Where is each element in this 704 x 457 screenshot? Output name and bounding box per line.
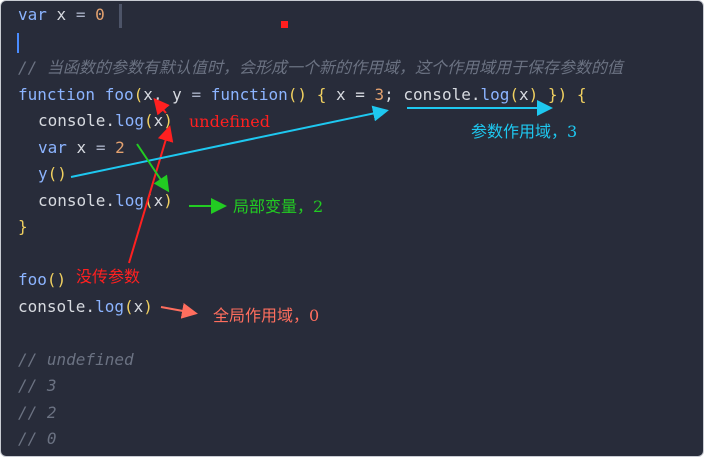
code-line-body-1[interactable]: console.log(x) <box>38 111 173 130</box>
call-y: y <box>38 164 48 183</box>
red-marker <box>281 21 288 28</box>
code-line-function-declaration[interactable]: function foo(x, y = function() { x = 3; … <box>18 85 587 104</box>
annotation-global-scope: 全局作用域，0 <box>213 306 320 325</box>
call-foo: foo <box>18 270 47 289</box>
code-line-outer-log[interactable]: console.log(x) <box>18 297 153 316</box>
arrow-no-param <box>128 125 174 264</box>
log-arg: x <box>153 191 164 210</box>
keyword-function: function <box>18 85 96 104</box>
keyword-var: var <box>38 138 67 157</box>
arrow-local-var <box>136 143 170 193</box>
annotation-no-param: 没传参数 <box>76 267 141 286</box>
output-comment-2[interactable]: // 3 <box>18 376 57 395</box>
code-line-call-foo[interactable]: foo() <box>18 270 67 289</box>
arrow-y-call <box>70 105 389 178</box>
annotation-param-scope: 参数作用域，3 <box>471 122 578 141</box>
log-arg: x <box>153 111 164 130</box>
text-cursor-selection <box>119 4 122 28</box>
keyword-var: var <box>18 5 47 24</box>
log-method: log <box>480 85 510 104</box>
number-literal: 2 <box>115 138 125 157</box>
identifier-x: x <box>56 5 67 24</box>
operator-equals: = <box>75 5 86 24</box>
code-line-body-2[interactable]: var x = 2 <box>18 138 125 158</box>
number-literal: 0 <box>95 5 105 24</box>
console-object: console. <box>403 85 481 104</box>
code-line-body-3[interactable]: y() <box>38 164 67 183</box>
operator-equals: = <box>95 138 106 157</box>
log-arg: x <box>133 297 144 316</box>
code-comment-line[interactable]: // 当函数的参数有默认值时，会形成一个新的作用域，这个作用域用于保存参数的值 <box>18 58 623 77</box>
console-object: console. <box>38 191 116 210</box>
log-arg: x <box>519 85 529 104</box>
output-comment-4[interactable]: // 0 <box>18 429 57 448</box>
code-line-1[interactable]: var x = 0 <box>18 5 105 25</box>
assign-x: x = <box>335 85 375 104</box>
log-method: log <box>115 111 144 130</box>
param-x: x <box>143 85 153 104</box>
log-method: log <box>115 191 144 210</box>
semicolon: ; <box>384 85 404 104</box>
close-brace: } <box>538 85 558 104</box>
text-cursor <box>17 33 19 53</box>
output-comment-1[interactable]: // undefined <box>18 350 134 369</box>
arrow-global <box>160 302 198 319</box>
arrow-undefined <box>153 97 170 116</box>
operator-equals: = <box>191 85 202 104</box>
console-object: console. <box>38 111 116 130</box>
keyword-function-inner: function <box>210 85 288 104</box>
identifier-x: x <box>76 138 87 157</box>
open-brace: { <box>576 85 587 104</box>
console-object: console. <box>18 297 96 316</box>
code-line-close-brace[interactable]: } <box>18 217 28 236</box>
code-line-body-4[interactable]: console.log(x) <box>38 191 173 210</box>
number-literal: 3 <box>374 85 385 104</box>
param-y: y <box>172 85 182 104</box>
annotation-local-var: 局部变量，2 <box>233 197 324 216</box>
function-name-foo: foo <box>104 85 134 104</box>
annotation-undefined: undefined <box>189 112 271 131</box>
log-method: log <box>95 297 124 316</box>
output-comment-3[interactable]: // 2 <box>18 403 57 422</box>
